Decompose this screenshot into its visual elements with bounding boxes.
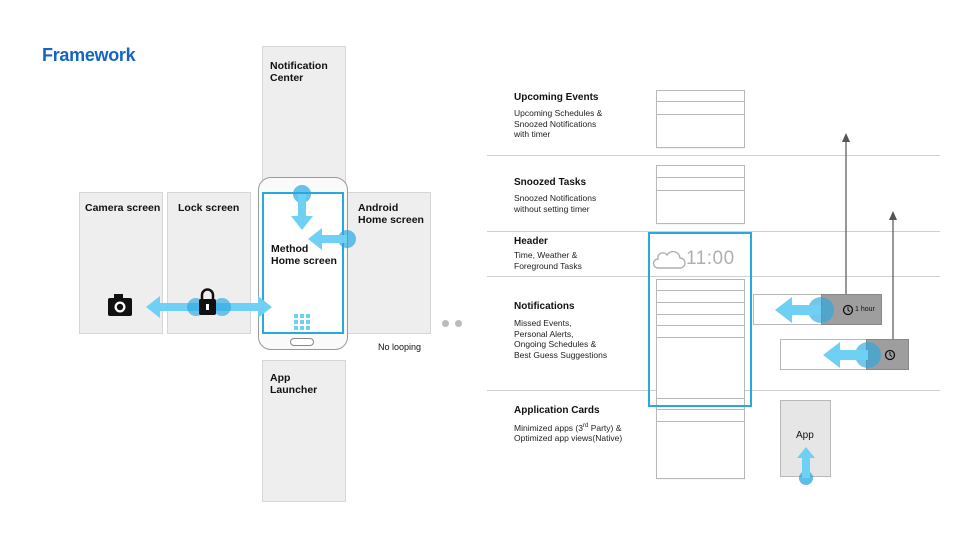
app-launcher-panel bbox=[262, 360, 346, 502]
snooze-timer-label: 1 hour bbox=[855, 306, 875, 313]
section-desc-application-cards: Minimized apps (3rd Party) & Optimized a… bbox=[514, 422, 623, 444]
arrow-up-to-upcoming-icon bbox=[842, 133, 850, 294]
section-title-notifications: Notifications bbox=[514, 301, 575, 312]
camera-label: Camera screen bbox=[85, 202, 161, 214]
swipe-left-arrow-icon bbox=[823, 342, 881, 368]
method-screen-frame bbox=[648, 232, 752, 407]
notification-center-panel bbox=[262, 46, 346, 186]
section-desc-snoozed-tasks: Snoozed Notifications without setting ti… bbox=[514, 193, 597, 214]
section-desc-upcoming-events: Upcoming Schedules & Snoozed Notificatio… bbox=[514, 108, 603, 139]
swipe-left-arrow-icon bbox=[775, 297, 834, 323]
camera-icon bbox=[108, 294, 132, 316]
swipe-left-arrow-icon bbox=[308, 228, 356, 250]
section-title-header: Header bbox=[514, 236, 548, 247]
swipe-up-arrow-icon bbox=[797, 447, 815, 485]
phone-home-button bbox=[290, 338, 314, 346]
no-looping-label: No looping bbox=[378, 342, 422, 352]
app-grid-icon bbox=[294, 314, 310, 330]
section-title-application-cards: Application Cards bbox=[514, 405, 600, 416]
arrow-to-home-icon bbox=[222, 296, 272, 318]
section-desc-notifications: Missed Events, Personal Alerts, Ongoing … bbox=[514, 318, 608, 360]
upcoming-card bbox=[656, 114, 745, 148]
app-card-label: App bbox=[796, 430, 814, 441]
page-title: Framework bbox=[42, 45, 136, 65]
section-title-upcoming-events: Upcoming Events bbox=[514, 92, 599, 103]
app-launcher-label: App Launcher bbox=[270, 372, 318, 396]
android-home-panel bbox=[346, 192, 431, 334]
touch-point-icon bbox=[213, 298, 231, 316]
more-dot bbox=[442, 320, 449, 327]
method-home-label: Method Home screen bbox=[271, 243, 337, 267]
section-divider bbox=[487, 231, 940, 232]
application-card bbox=[656, 421, 745, 479]
cloud-icon bbox=[652, 250, 686, 269]
arrow-up-to-snoozed-icon bbox=[889, 211, 897, 339]
android-home-label: Android Home screen bbox=[358, 202, 424, 226]
clock-text: 11:00 bbox=[686, 248, 735, 269]
clock-icon bbox=[842, 304, 854, 316]
swipe-down-arrow-icon bbox=[291, 185, 313, 230]
section-title-snoozed-tasks: Snoozed Tasks bbox=[514, 177, 587, 188]
section-divider bbox=[487, 155, 940, 156]
notification-center-label: Notification Center bbox=[270, 60, 328, 84]
clock-icon bbox=[884, 349, 896, 361]
notification-card bbox=[656, 337, 745, 399]
more-dot bbox=[455, 320, 462, 327]
lock-label: Lock screen bbox=[178, 202, 240, 214]
snoozed-card bbox=[656, 190, 745, 224]
lock-icon bbox=[199, 288, 216, 315]
section-desc-header: Time, Weather & Foreground Tasks bbox=[514, 250, 582, 271]
section-divider bbox=[487, 276, 940, 277]
